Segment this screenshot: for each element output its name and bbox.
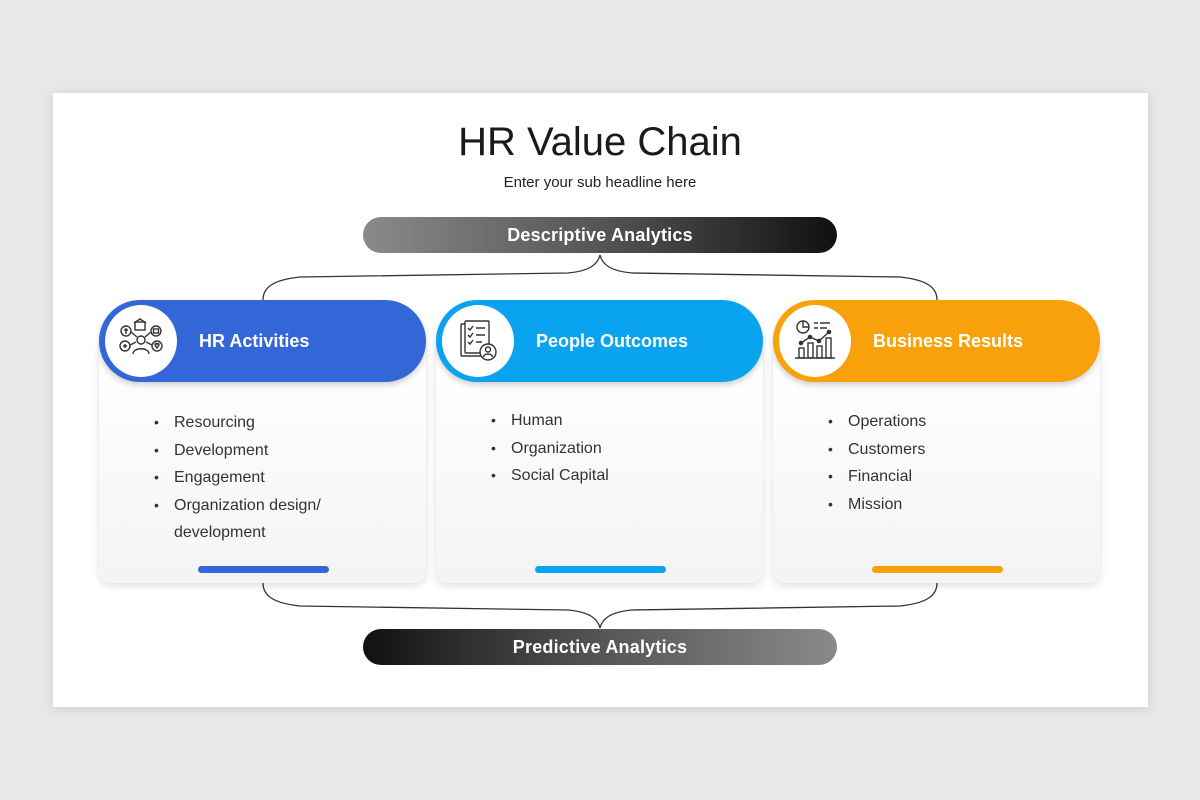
growth-chart-icon bbox=[795, 320, 835, 359]
card-title: People Outcomes bbox=[536, 331, 689, 351]
list-item: Development bbox=[154, 437, 321, 465]
list-item: Engagement bbox=[154, 464, 321, 492]
checklist-person-icon bbox=[460, 320, 497, 361]
list-item: Resourcing bbox=[154, 409, 321, 437]
list-item: Operations bbox=[828, 408, 926, 436]
header-business-results: Business Results bbox=[773, 300, 1100, 382]
card-accent-bar bbox=[872, 566, 1003, 573]
card-hr-activities: Resourcing Development Engagement Organi… bbox=[99, 345, 426, 583]
card-people-outcomes: Human Organization Social Capital bbox=[436, 345, 763, 583]
page-title: HR Value Chain bbox=[458, 120, 742, 164]
predictive-analytics-band: Predictive Analytics bbox=[363, 629, 837, 665]
card-accent-bar bbox=[535, 566, 666, 573]
people-network-icon bbox=[119, 318, 163, 355]
header-people-outcomes: People Outcomes bbox=[436, 300, 763, 382]
list-item: Social Capital bbox=[491, 462, 609, 490]
icon-holder bbox=[442, 305, 514, 377]
card-title: Business Results bbox=[873, 331, 1024, 351]
descriptive-analytics-band: Descriptive Analytics bbox=[363, 217, 837, 253]
list-item-continuation: development bbox=[174, 524, 266, 541]
list-item: Financial bbox=[828, 463, 926, 491]
list-item: Organization bbox=[491, 435, 609, 463]
card-title: HR Activities bbox=[199, 331, 310, 351]
business-results-list: Operations Customers Financial Mission bbox=[828, 408, 926, 518]
icon-holder bbox=[779, 305, 851, 377]
card-accent-bar bbox=[198, 566, 329, 573]
hr-activities-list: Resourcing Development Engagement Organi… bbox=[154, 409, 321, 547]
list-item: Organization design/ bbox=[154, 492, 321, 520]
page-subtitle: Enter your sub headline here bbox=[503, 174, 697, 191]
icon-holder bbox=[105, 305, 177, 377]
list-item: Human bbox=[491, 407, 609, 435]
header-hr-activities: HR Activities bbox=[99, 300, 426, 382]
people-outcomes-list: Human Organization Social Capital bbox=[491, 407, 609, 490]
card-business-results: Operations Customers Financial Mission bbox=[773, 345, 1100, 583]
list-item: Mission bbox=[828, 491, 926, 519]
list-item: Customers bbox=[828, 436, 926, 464]
